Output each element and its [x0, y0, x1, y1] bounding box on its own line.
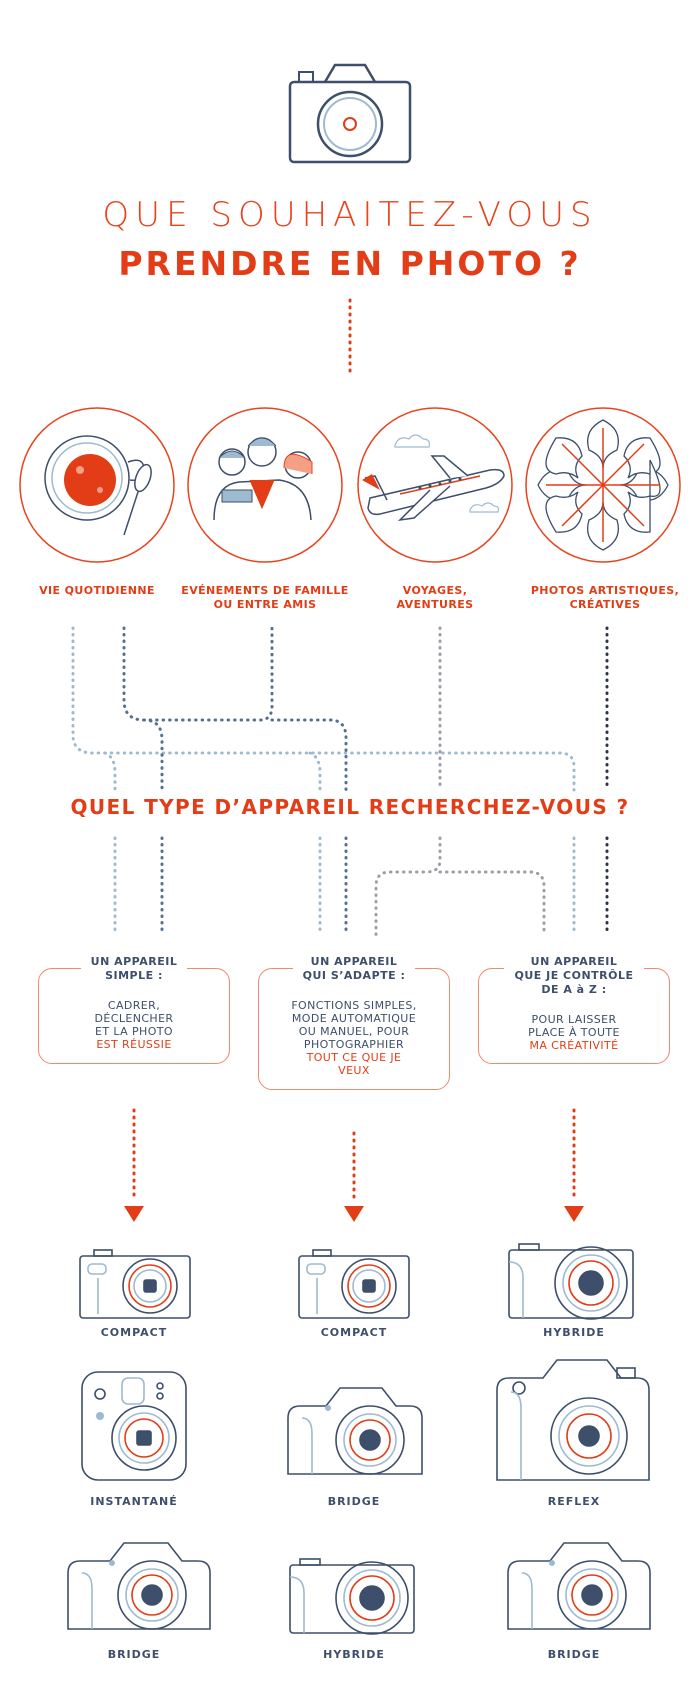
- camera-label: HYBRIDE: [543, 1326, 605, 1339]
- category-label-line: AVENTURES: [396, 598, 474, 611]
- choice-box-text: POUR LAISSER PLACE À TOUTE MA CRÉATIVITÉ: [487, 1013, 661, 1052]
- arrow-head-1: [124, 1206, 144, 1222]
- title-line-1: QUE SOUHAITEZ-VOUS: [102, 195, 598, 235]
- choice-text-line: POUR LAISSER: [531, 1013, 617, 1026]
- choice-heading-line: UN APPAREIL: [90, 955, 178, 969]
- connector-lines-lower: [113, 836, 609, 937]
- camera-reflex: [496, 1359, 650, 1481]
- camera-label: BRIDGE: [547, 1648, 601, 1661]
- choice-text-line: PLACE À TOUTE: [528, 1026, 620, 1039]
- choice-heading-line: UN APPAREIL: [302, 955, 406, 969]
- camera-bridge-1: [287, 1387, 423, 1475]
- choice-text-highlight: MA CRÉATIVITÉ: [529, 1039, 619, 1052]
- choice-text-line: PHOTOGRAPHIER: [303, 1038, 405, 1051]
- category-label-family: EVÉNEMENTS DE FAMILLE OU ENTRE AMIS: [170, 584, 360, 612]
- arrow-head-3: [564, 1206, 584, 1222]
- camera-type-question: QUEL TYPE D’APPAREIL RECHERCHEZ-VOUS ?: [70, 795, 630, 819]
- category-label-line: PHOTOS ARTISTIQUES,: [530, 584, 680, 597]
- choice-heading-line: DE A à Z :: [514, 983, 634, 997]
- choice-text-line: MODE AUTOMATIQUE: [291, 1012, 417, 1025]
- choice-text-line: FONCTIONS SIMPLES,: [291, 999, 417, 1012]
- choice-box-text: CADRER, DÉCLENCHER ET LA PHOTO EST RÉUSS…: [47, 999, 221, 1051]
- choice-text-line: ET LA PHOTO: [95, 1025, 173, 1038]
- choice-text-line: CADRER,: [107, 999, 161, 1012]
- choice-heading-line: QUI S’ADAPTE :: [302, 969, 406, 983]
- camera-bridge-2: [67, 1542, 211, 1630]
- category-circle-artistic: [525, 407, 681, 563]
- choice-text-line: OU MANUEL, POUR: [298, 1025, 410, 1038]
- choice-text-highlight: EST RÉUSSIE: [96, 1038, 172, 1051]
- category-circle-travel: [357, 407, 513, 563]
- camera-label: BRIDGE: [107, 1648, 161, 1661]
- category-circle-daily: [19, 407, 175, 563]
- camera-instantane: [81, 1371, 187, 1481]
- choice-heading-line: UN APPAREIL: [514, 955, 634, 969]
- category-circle-family: [187, 407, 343, 563]
- arrow-head-2: [344, 1206, 364, 1222]
- connector-lines-upper: [71, 626, 609, 792]
- category-label-daily: VIE QUOTIDIENNE: [17, 584, 177, 598]
- category-label-travel: VOYAGES, AVENTURES: [360, 584, 510, 612]
- category-label-line: EVÉNEMENTS DE FAMILLE: [181, 584, 349, 597]
- camera-hybride-1: [508, 1243, 634, 1320]
- choice-heading-line: SIMPLE :: [90, 969, 178, 983]
- choice-text-line: DÉCLENCHER: [94, 1012, 174, 1025]
- camera-label: COMPACT: [100, 1326, 168, 1339]
- choice-heading-line: QUE JE CONTRÔLE: [514, 969, 634, 983]
- choice-box-text: FONCTIONS SIMPLES, MODE AUTOMATIQUE OU M…: [267, 999, 441, 1077]
- camera-label: COMPACT: [320, 1326, 388, 1339]
- camera-bridge-3: [507, 1542, 651, 1630]
- camera-compact-1: [79, 1249, 191, 1319]
- camera-icon: [288, 63, 412, 164]
- arrows-to-cameras: [132, 1108, 576, 1200]
- camera-label: INSTANTANÉ: [90, 1495, 178, 1508]
- category-label-line: CRÉATIVES: [569, 598, 641, 611]
- choice-text-highlight: TOUT CE QUE JE: [306, 1051, 402, 1064]
- category-label-line: VOYAGES,: [402, 584, 468, 597]
- camera-hybride-2: [289, 1558, 415, 1635]
- category-label-line: OU ENTRE AMIS: [213, 598, 317, 611]
- category-label-artistic: PHOTOS ARTISTIQUES, CRÉATIVES: [515, 584, 695, 612]
- camera-label: BRIDGE: [327, 1495, 381, 1508]
- choice-text-highlight: VEUX: [338, 1064, 370, 1077]
- camera-label: REFLEX: [547, 1495, 601, 1508]
- camera-compact-2: [298, 1249, 410, 1319]
- camera-label: HYBRIDE: [323, 1648, 385, 1661]
- category-label-line: VIE QUOTIDIENNE: [39, 584, 155, 597]
- title-line-2: PRENDRE EN PHOTO ?: [118, 244, 582, 283]
